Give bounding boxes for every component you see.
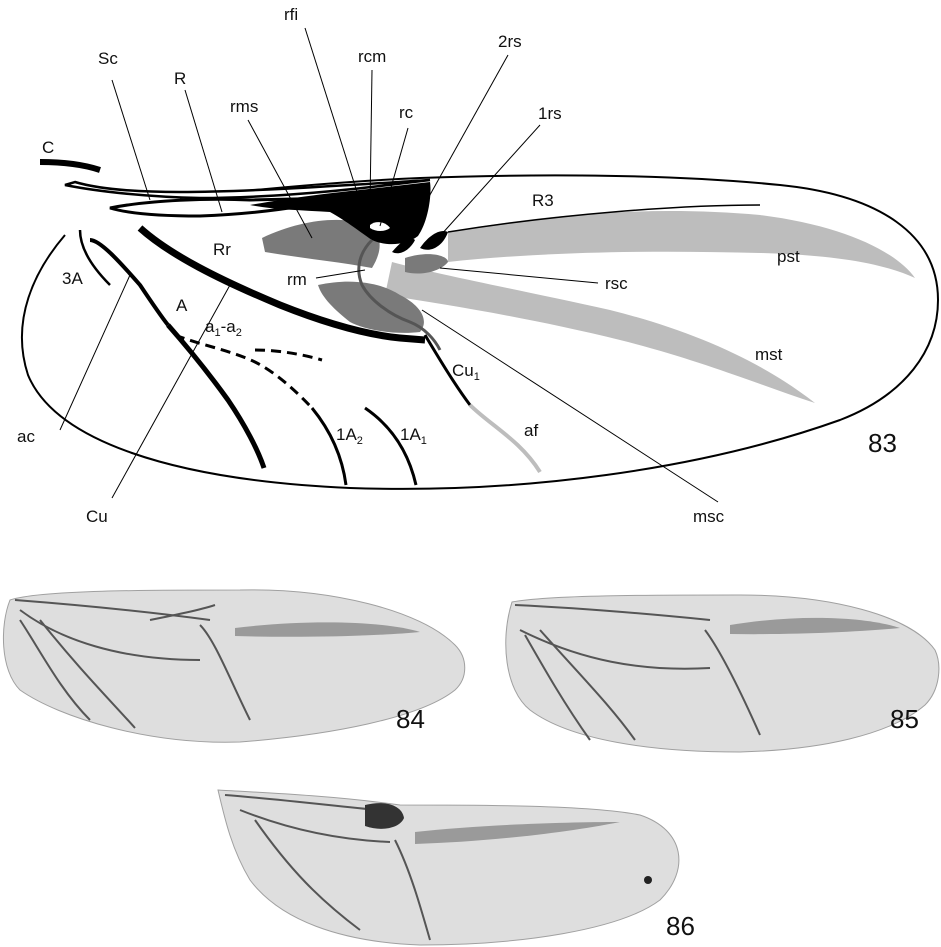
wing-photo-84: 84 xyxy=(3,590,464,742)
mst-stigma xyxy=(385,262,815,403)
label-3a: 3A xyxy=(62,269,83,288)
label-1a2-sub: 2 xyxy=(357,435,363,447)
label-ac: ac xyxy=(17,427,35,446)
vein-a1a2-right xyxy=(255,350,322,360)
label-cu1-main: Cu xyxy=(452,361,474,380)
figure-number-85: 85 xyxy=(890,704,919,734)
leader-2rs xyxy=(402,55,508,245)
label-rms: rms xyxy=(230,97,258,116)
label-a: A xyxy=(176,296,188,315)
label-1a1-main: 1A xyxy=(400,425,421,444)
leader-sc xyxy=(112,80,150,200)
label-2rs: 2rs xyxy=(498,32,522,51)
wing-diagram-83: C Sc R rms rfi rcm rc 2rs 1rs R3 pst rsc… xyxy=(17,5,938,526)
vein-1a1 xyxy=(365,408,416,485)
label-cu1-sub: 1 xyxy=(474,371,480,383)
label-a1a2-sub2: 2 xyxy=(236,327,242,339)
photo-85-membrane xyxy=(506,595,939,752)
label-rfi: rfi xyxy=(284,5,298,24)
photo-86-membrane xyxy=(218,790,679,945)
pst-stigma xyxy=(448,211,915,278)
label-rcm: rcm xyxy=(358,47,386,66)
leader-1rs xyxy=(440,125,540,236)
label-sc: Sc xyxy=(98,49,118,68)
figure-number-83: 83 xyxy=(868,428,897,458)
label-af: af xyxy=(524,421,538,440)
label-1a2-main: 1A xyxy=(336,425,357,444)
figure-number-84: 84 xyxy=(396,704,425,734)
label-a1a2-mid: -a xyxy=(221,317,237,336)
leader-rfi xyxy=(305,28,357,192)
label-1a2: 1A2 xyxy=(336,425,363,447)
rsc-area xyxy=(405,254,448,273)
wing-photo-85: 85 xyxy=(506,595,939,752)
vein-c xyxy=(40,162,100,170)
label-r3: R3 xyxy=(532,191,554,210)
label-1rs: 1rs xyxy=(538,104,562,123)
leader-rms xyxy=(248,120,312,238)
label-1a1: 1A1 xyxy=(400,425,427,447)
figure-number-86: 86 xyxy=(666,911,695,941)
label-a1a2: a1-a2 xyxy=(205,317,242,339)
vein-1a2 xyxy=(312,408,346,485)
label-rr: Rr xyxy=(213,240,231,259)
label-msc: msc xyxy=(693,507,725,526)
label-r: R xyxy=(174,69,186,88)
label-rm: rm xyxy=(287,270,307,289)
label-rsc: rsc xyxy=(605,274,628,293)
wing-photo-86: 86 xyxy=(218,790,695,945)
photo-86-speck xyxy=(644,876,652,884)
vein-a1a2 xyxy=(175,335,312,408)
vein-ac-upper xyxy=(80,230,110,285)
label-rc: rc xyxy=(399,103,414,122)
leader-ac xyxy=(60,275,130,430)
label-mst: mst xyxy=(755,345,783,364)
vein-a xyxy=(168,325,264,468)
label-cu: Cu xyxy=(86,507,108,526)
label-c: C xyxy=(42,138,54,157)
vein-3a xyxy=(90,240,168,325)
label-cu1: Cu1 xyxy=(452,361,480,383)
1rs-vein xyxy=(420,231,448,250)
label-1a1-sub: 1 xyxy=(421,435,427,447)
label-pst: pst xyxy=(777,247,800,266)
